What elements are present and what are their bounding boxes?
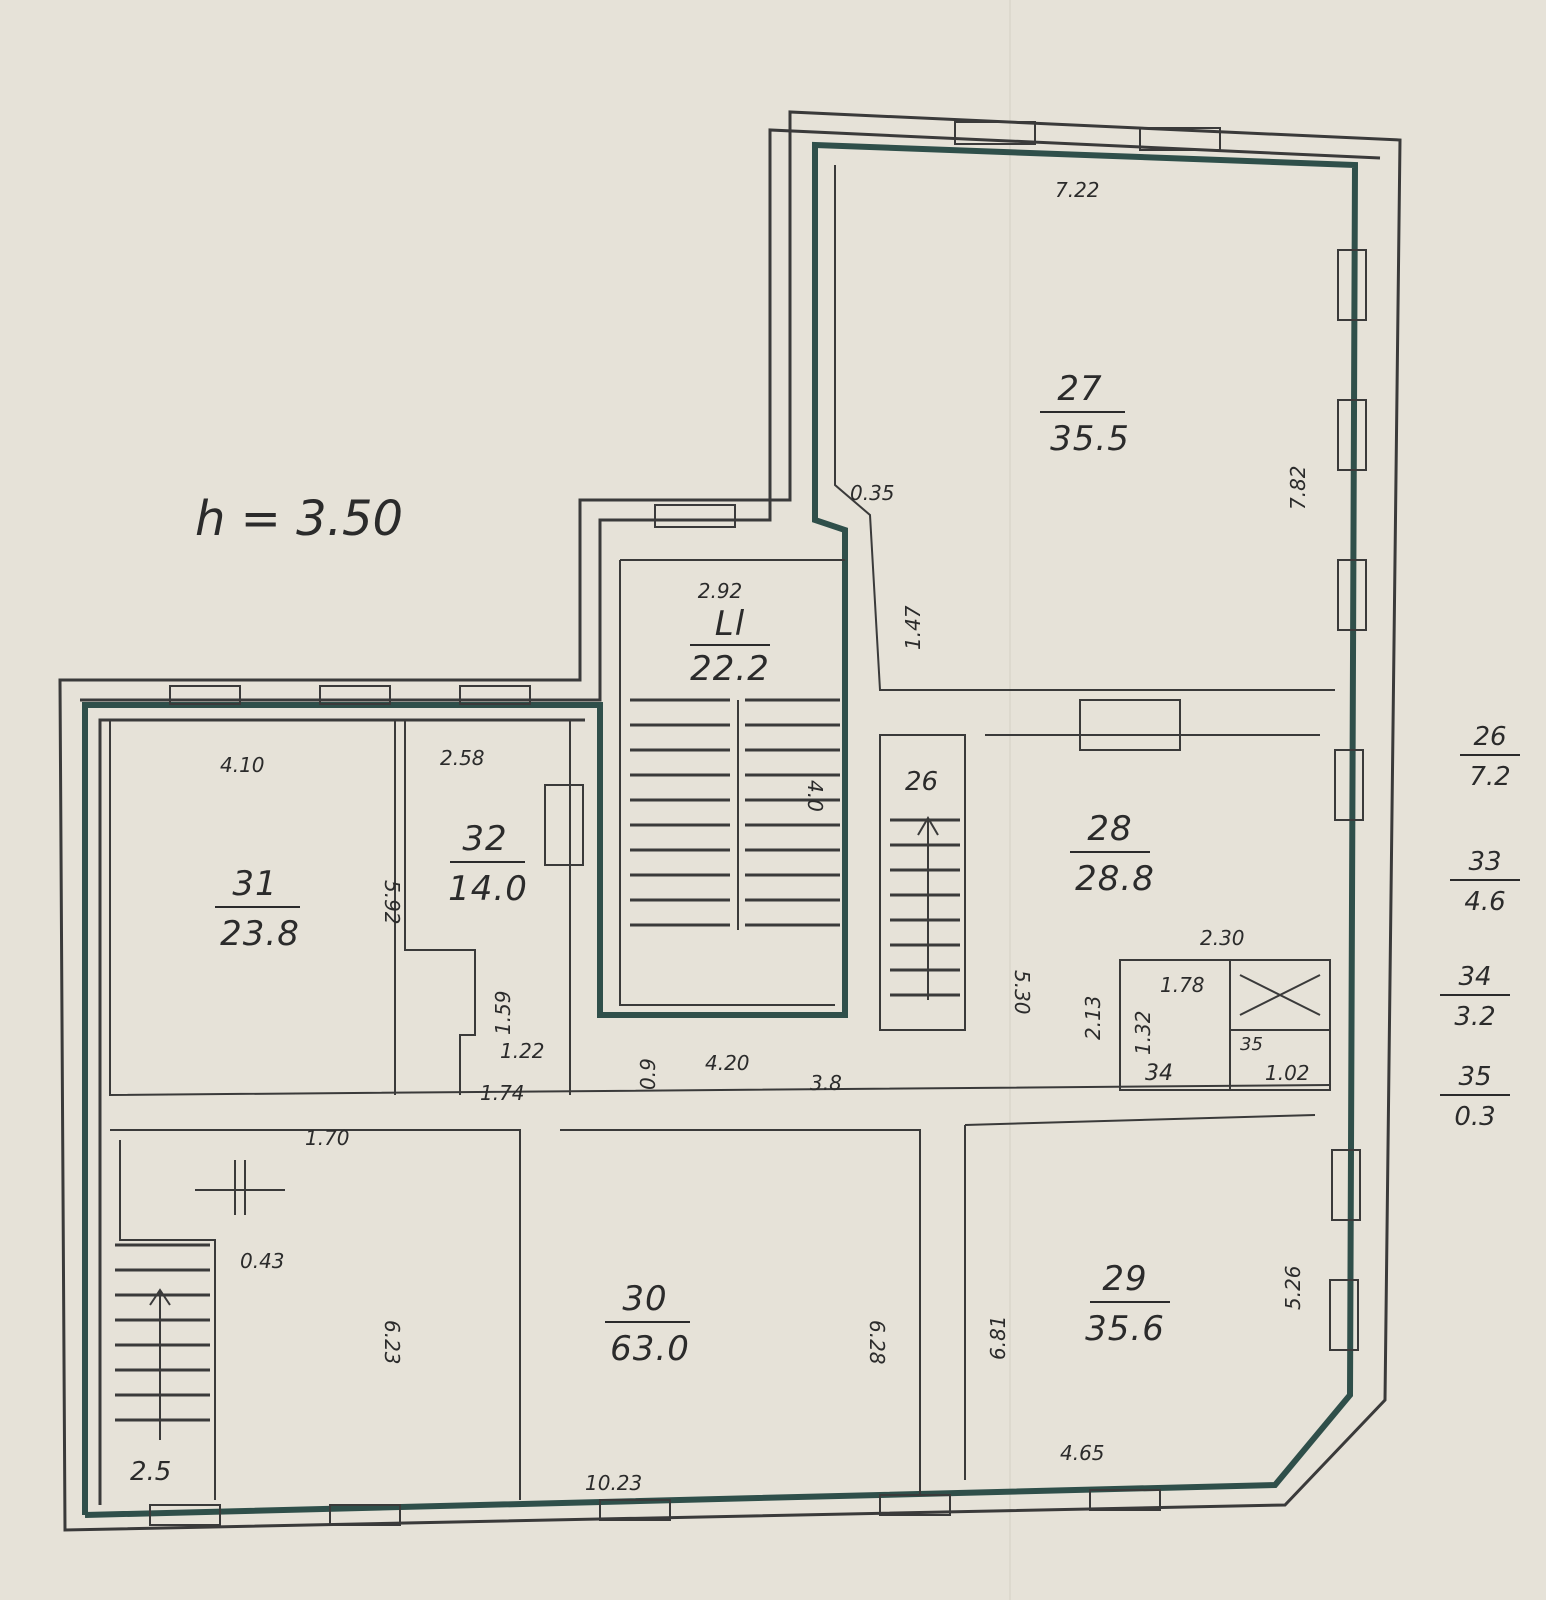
room-27-label: 27 35.5 (1040, 369, 1130, 459)
dim-530: 5.30 (1010, 970, 1034, 1015)
dim-258: 2.58 (440, 746, 485, 770)
side-stair-number: 26 (905, 767, 938, 797)
room-27-number: 27 (1057, 369, 1102, 409)
dim-592: 5.92 (380, 880, 404, 925)
room-30-number: 30 (622, 1279, 667, 1319)
stairwell-area: 22.2 (690, 649, 770, 689)
dim-782: 7.82 (1286, 465, 1310, 510)
dim-147: 1.47 (901, 605, 925, 650)
room-28-area: 28.8 (1075, 859, 1155, 899)
dim-526: 5.26 (1281, 1265, 1305, 1310)
room-31-number: 31 (232, 864, 277, 904)
small-rooms-legend: 26 7.2 33 4.6 34 3.2 35 0.3 (1440, 722, 1520, 1132)
lower-stair-number: 2.5 (130, 1457, 171, 1487)
room-29-area: 35.6 (1085, 1309, 1165, 1349)
legend-26-number: 26 (1473, 722, 1506, 752)
dim-38: 3.8 (810, 1071, 842, 1095)
window-marks (149, 121, 1367, 1526)
legend-33-number: 33 (1468, 847, 1501, 877)
dim-132: 1.32 (1131, 1010, 1155, 1055)
room-35-number: 35 (1240, 1034, 1263, 1055)
legend-34-area: 3.2 (1454, 1002, 1495, 1032)
dim-623: 6.23 (380, 1320, 404, 1365)
dim-043: 0.43 (240, 1249, 285, 1273)
dim-174: 1.74 (480, 1081, 525, 1105)
dim-09: 0.9 (636, 1058, 660, 1090)
dim-159: 1.59 (491, 990, 515, 1035)
dim-102: 1.02 (1265, 1061, 1310, 1085)
dim-1023: 10.23 (585, 1471, 642, 1495)
legend-34-number: 34 (1458, 962, 1491, 992)
dim-681: 6.81 (986, 1315, 1010, 1360)
main-staircase (630, 698, 840, 930)
lower-left-staircase (115, 1160, 285, 1440)
dim-420: 4.20 (705, 1051, 750, 1075)
side-staircase (890, 816, 960, 1000)
stairwell-label: 2.92 Ll 22.2 (690, 579, 770, 689)
room-28-number: 28 (1087, 809, 1132, 849)
dim-stair-length: 4.0 (803, 780, 827, 812)
dim-170: 1.70 (305, 1126, 350, 1150)
dim-035: 0.35 (850, 481, 895, 505)
ceiling-height-label: h = 3.50 (195, 491, 403, 547)
room-31-area: 23.8 (220, 914, 300, 954)
room-29-label: 29 35.6 (1085, 1259, 1170, 1349)
dim-122: 1.22 (500, 1039, 545, 1063)
room-34-number: 34 (1145, 1061, 1173, 1086)
legend-35-area: 0.3 (1454, 1102, 1495, 1132)
room-30-area: 63.0 (610, 1329, 690, 1369)
dim-465: 4.65 (1060, 1441, 1105, 1465)
stairwell-number: Ll (715, 604, 745, 644)
interior-walls (109, 165, 1335, 1500)
room-31-label: 31 23.8 (215, 864, 300, 954)
dim-722: 7.22 (1055, 178, 1100, 202)
room-32-number: 32 (462, 819, 507, 859)
room-29-number: 29 (1102, 1259, 1147, 1299)
dim-628: 6.28 (865, 1320, 889, 1365)
legend-35-number: 35 (1458, 1062, 1491, 1092)
room-32-area: 14.0 (448, 869, 528, 909)
legend-33-area: 4.6 (1464, 887, 1505, 917)
room-28-label: 28 28.8 (1070, 809, 1155, 899)
room-30-label: 30 63.0 (605, 1279, 690, 1369)
dimension-labels: 7.22 7.82 0.35 1.47 4.10 2.58 5.92 1.59 … (220, 178, 1310, 1495)
legend-26-area: 7.2 (1469, 762, 1510, 792)
stairwell-width: 2.92 (698, 579, 743, 603)
dim-178: 1.78 (1160, 973, 1205, 997)
dim-410: 4.10 (220, 753, 265, 777)
dim-230: 2.30 (1200, 926, 1245, 950)
dim-213: 2.13 (1081, 995, 1105, 1040)
room-27-area: 35.5 (1050, 419, 1130, 459)
room-32-label: 32 14.0 (448, 819, 528, 909)
